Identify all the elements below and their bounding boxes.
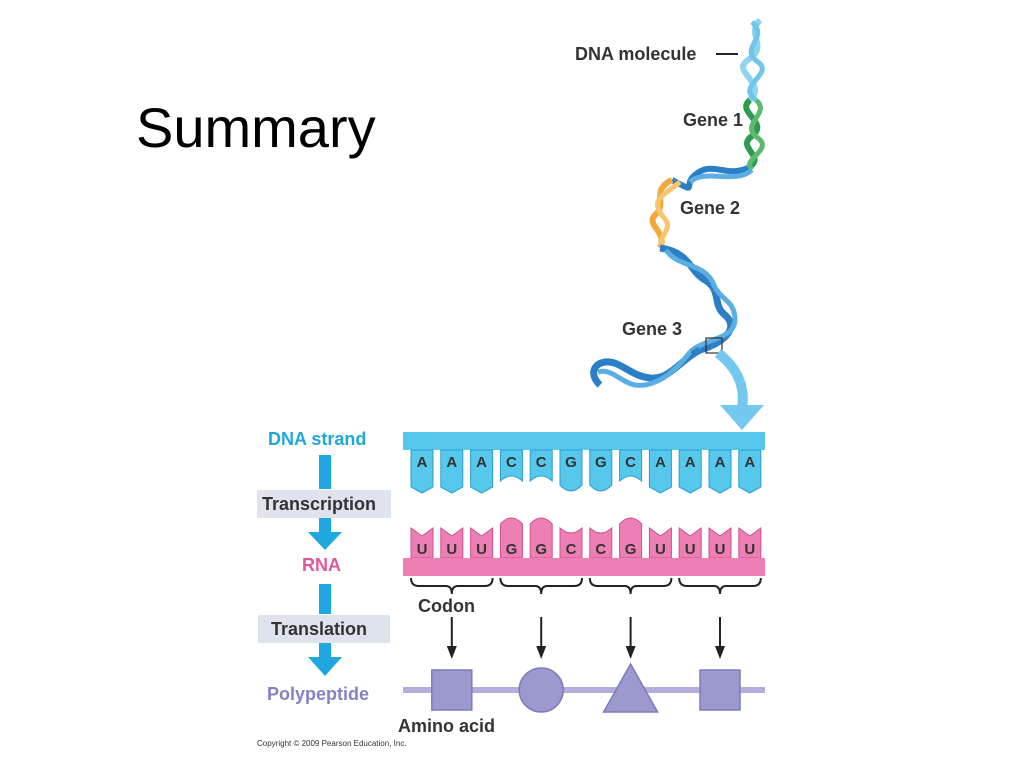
dna-base-letter: C (625, 454, 636, 471)
translation-label: Translation (271, 619, 367, 639)
transcription-box (257, 490, 391, 518)
rna-base-letter: U (744, 541, 755, 558)
dna-base-letter: C (506, 454, 517, 471)
amino-acid-square-icon (699, 669, 741, 711)
gene-3-label: Gene 3 (622, 319, 682, 339)
rna-label: RNA (302, 555, 341, 575)
dna-base-letter: A (446, 454, 457, 471)
rna-strand-backbone (403, 558, 765, 576)
codon-braces (410, 577, 762, 595)
dna-base (589, 449, 613, 492)
dna-base (410, 449, 434, 494)
rna-base-letter: U (715, 541, 726, 558)
rna-base-letter: U (446, 541, 457, 558)
amino-acid-label: Amino acid (398, 716, 495, 736)
translation-box (258, 615, 390, 643)
rna-base-letter: C (566, 541, 577, 558)
slide-title: Summary (136, 96, 376, 159)
arrow-head-icon (446, 646, 457, 659)
codon-to-amino-acid-arrows (446, 617, 725, 659)
dna-base-letter: G (595, 454, 607, 471)
amino-acid-circle-icon (518, 667, 564, 713)
codon-brace (588, 577, 673, 595)
dna-base (648, 449, 672, 494)
amino-acid-square-icon (431, 669, 473, 711)
amino-acids (431, 662, 741, 713)
rna-base (529, 517, 553, 559)
arrow-head-icon (536, 646, 547, 659)
arrow-head-icon (715, 646, 725, 659)
rna-base-letter: G (506, 541, 518, 558)
dna-base (738, 449, 762, 494)
dna-base (499, 449, 523, 483)
transcription-label: Transcription (262, 494, 376, 514)
codon-label: Codon (418, 596, 475, 616)
down-arrow-icon (319, 584, 331, 614)
rna-base-letter: U (685, 541, 696, 558)
dna-base (440, 449, 464, 494)
rna-base (619, 517, 643, 559)
rna-base-letter: U (476, 541, 487, 558)
rna-base (559, 526, 583, 559)
dna-base-letter: A (417, 454, 428, 471)
gene-1-label: Gene 1 (683, 110, 743, 130)
arrow-head-icon (625, 646, 636, 659)
dna-base (708, 449, 732, 494)
rna-base (589, 526, 613, 559)
dna-base-letter: A (744, 454, 755, 471)
down-arrow-icon (308, 643, 342, 676)
down-arrow-icon (308, 518, 342, 550)
dna-base (529, 449, 553, 483)
dna-base (470, 449, 494, 494)
dna-base (678, 449, 702, 494)
dna-base-letter: A (715, 454, 726, 471)
dna-base-letter: A (476, 454, 487, 471)
dna-strand-backbone (403, 432, 765, 450)
rna-base-letter: U (417, 541, 428, 558)
rna-base-letter: C (595, 541, 606, 558)
codon-brace (678, 577, 762, 595)
dna-strand-label: DNA strand (268, 429, 366, 449)
dna-base (619, 449, 643, 483)
rna-base-letter: G (625, 541, 637, 558)
dna-helix-icon (590, 17, 765, 430)
rna-base (499, 517, 523, 559)
rna-base-letter: G (535, 541, 547, 558)
dna-base-letter: A (685, 454, 696, 471)
amino-acid-triangle-icon (602, 662, 659, 713)
polypeptide-label: Polypeptide (267, 684, 369, 704)
codon-brace (410, 577, 494, 595)
gene-2-label: Gene 2 (680, 198, 740, 218)
dna-base-letter: C (536, 454, 547, 471)
down-arrow-icon (319, 455, 331, 489)
codon-brace (499, 577, 583, 595)
copyright-text: Copyright © 2009 Pearson Education, Inc. (257, 739, 407, 748)
polypeptide-chain (403, 687, 765, 693)
dna-base (559, 449, 583, 492)
dna-base-letter: G (565, 454, 577, 471)
rna-base-letter: U (655, 541, 666, 558)
dna-base-letter: A (655, 454, 666, 471)
dna-molecule-label: DNA molecule (575, 44, 696, 64)
